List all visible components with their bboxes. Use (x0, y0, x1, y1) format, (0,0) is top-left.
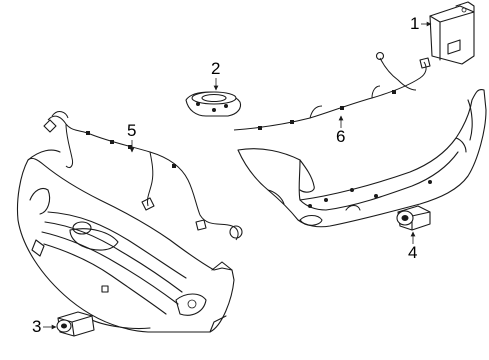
parking-aid-module (429, 1, 475, 65)
alarm-buzzer (185, 91, 242, 117)
rear-wiring-harness (233, 51, 431, 131)
callout-label-5: 5 (127, 121, 136, 140)
callout-label-1: 1 (410, 14, 419, 33)
callout-6: 6 (336, 115, 345, 146)
front-parking-sensor (56, 311, 95, 337)
callout-1: 1 (410, 14, 432, 33)
callout-label-6: 6 (336, 127, 345, 146)
callout-label-3: 3 (32, 317, 41, 336)
front-wiring-harness (43, 111, 243, 241)
callout-5: 5 (127, 121, 136, 153)
front-bumper-cover (16, 149, 235, 333)
callout-2: 2 (211, 59, 220, 91)
rear-parking-sensor (396, 205, 431, 231)
rear-bumper-cover (237, 88, 487, 228)
callout-label-2: 2 (211, 59, 220, 78)
callout-4: 4 (408, 231, 417, 262)
callout-3: 3 (32, 317, 57, 336)
callout-label-4: 4 (408, 243, 417, 262)
